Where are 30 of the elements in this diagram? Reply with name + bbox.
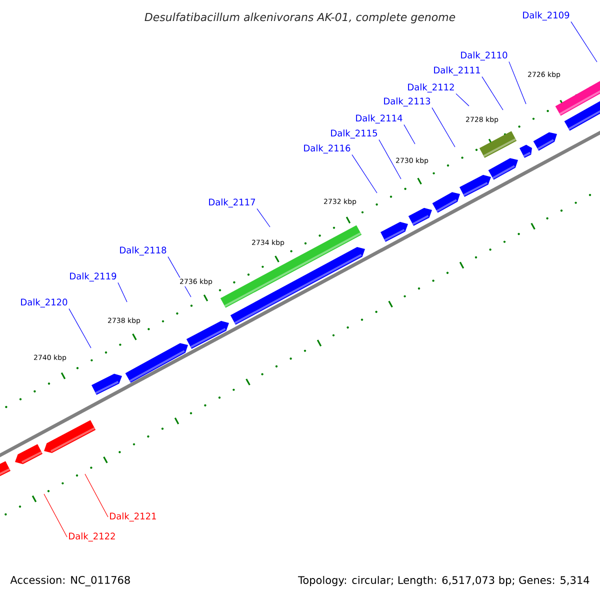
title: Desulfatibacillum alkenivorans AK-01, complete genome xyxy=(144,12,456,24)
leader-line xyxy=(84,474,108,518)
gene-label: Dalk_2109 xyxy=(523,12,570,20)
gene-label: Dalk_2120 xyxy=(21,298,68,308)
accession-text: Accession: NC_011768 xyxy=(10,576,130,586)
genome-info-text: Topology: circular; Length: 6,517,073 bp; Genes: 5,314 xyxy=(298,576,590,586)
gene-label: Dalk_2119 xyxy=(70,272,116,282)
gene-label: Dalk_2121 xyxy=(110,512,156,522)
leader-line xyxy=(68,308,92,348)
leader-line xyxy=(118,282,128,302)
gene-label: Dalk_2115 xyxy=(331,130,377,138)
leader-line xyxy=(482,76,504,110)
leader-line xyxy=(378,139,402,180)
leader-line xyxy=(44,494,68,538)
leader-line xyxy=(508,61,526,104)
gene-label: Dalk_2114 xyxy=(356,114,402,124)
gene-label: Dalk_2113 xyxy=(384,98,430,106)
gene-label: Dalk_2117 xyxy=(209,198,255,208)
gene-label: Dalk_2116 xyxy=(304,144,350,154)
leader-line xyxy=(456,93,470,106)
gene-label: Dalk_2118 xyxy=(120,246,166,256)
leader-line xyxy=(256,208,270,228)
gene-label: Dalk_2110 xyxy=(461,52,508,60)
leader-line xyxy=(404,124,416,144)
gene-label: Dalk_2112 xyxy=(408,84,454,92)
leader-line xyxy=(432,107,456,148)
leader-line xyxy=(570,21,598,62)
gene-label: Dalk_2111 xyxy=(434,66,480,76)
leader-line xyxy=(352,154,378,194)
gene-label: Dalk_2122 xyxy=(69,532,115,542)
